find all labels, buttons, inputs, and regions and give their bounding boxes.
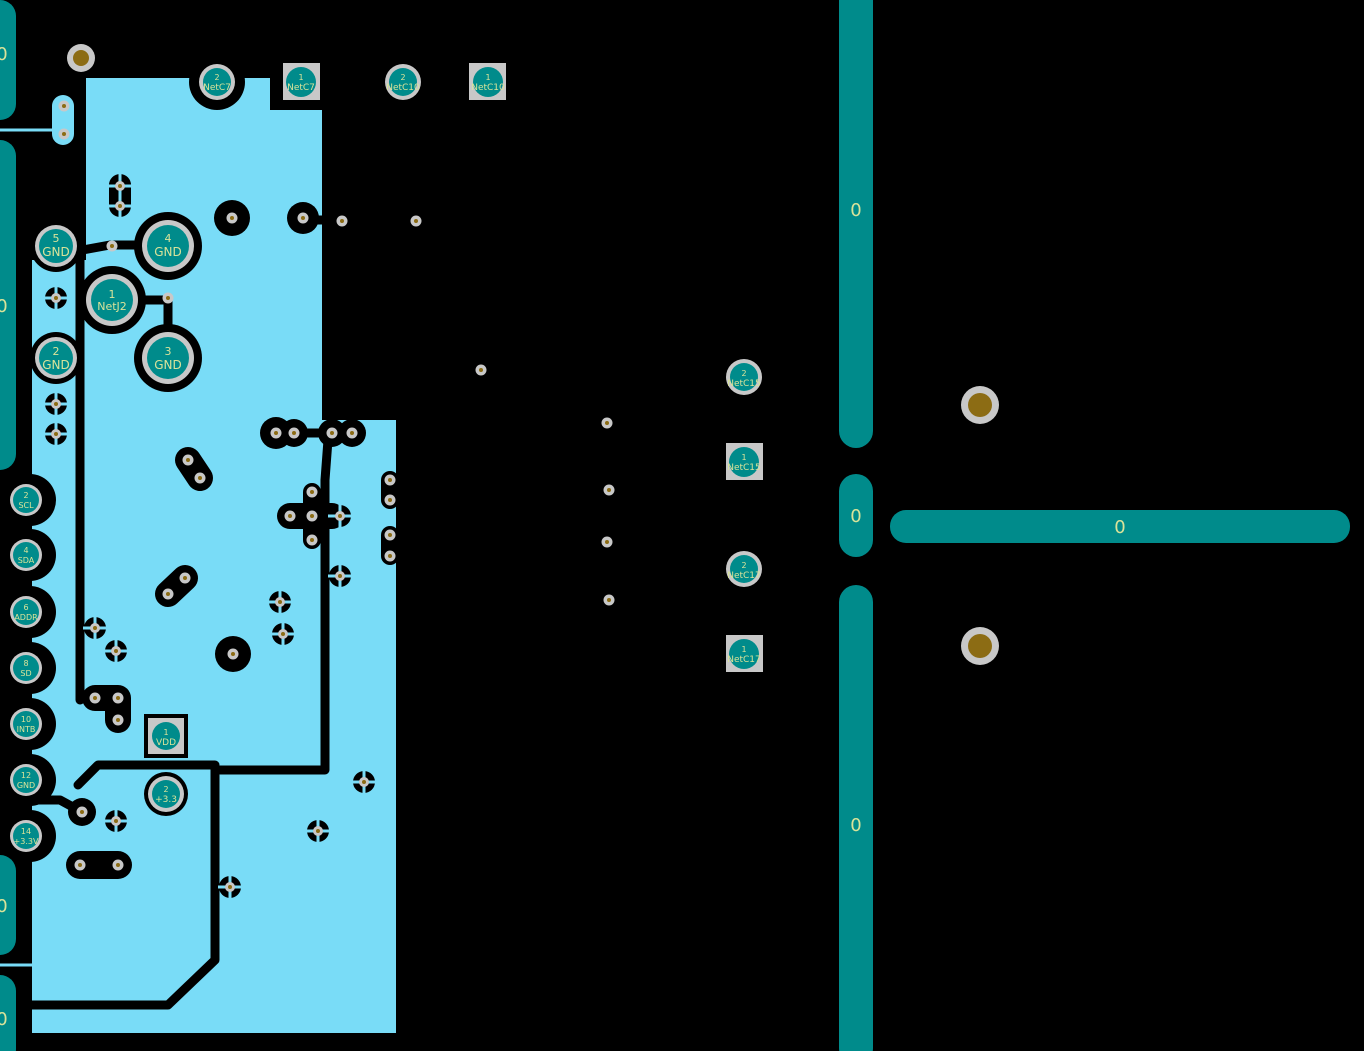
pad-c17-1: 1 NetC17	[726, 635, 763, 672]
zone-label-left-3: 0	[0, 896, 8, 917]
svg-text:NetC7: NetC7	[203, 83, 231, 93]
svg-text:NetC17: NetC17	[727, 571, 761, 581]
zone-label-v-top: 0	[850, 200, 861, 221]
svg-text:2: 2	[741, 369, 746, 378]
svg-text:4: 4	[165, 232, 172, 245]
svg-text:2: 2	[163, 785, 168, 794]
svg-text:ADDR: ADDR	[14, 613, 38, 622]
header-pad-gnd: 12 GND	[10, 764, 42, 796]
svg-text:SD: SD	[20, 669, 31, 678]
header-pad-sda: 4 SDA	[10, 539, 42, 571]
pad-c15-2: 2 NetC15	[726, 359, 762, 395]
svg-text:1: 1	[163, 728, 168, 737]
svg-text:GND: GND	[42, 358, 70, 372]
pads: 2 NetC7 1 NetC7 2 NetC10 1 NetC10 5 GND	[10, 63, 763, 852]
svg-text:2: 2	[23, 491, 28, 500]
vias	[58, 100, 615, 871]
header-pad-intb: 10 INTB	[10, 708, 42, 740]
pad-j2-2: 2 GND	[35, 337, 77, 379]
header-pad-sd: 8 SD	[10, 652, 42, 684]
svg-text:VDD: VDD	[156, 738, 176, 748]
svg-text:1: 1	[109, 288, 116, 301]
svg-text:8: 8	[23, 659, 28, 668]
svg-text:+3.3V: +3.3V	[14, 837, 39, 846]
pad-j2-5: 5 GND	[35, 225, 77, 267]
svg-text:SDA: SDA	[18, 556, 35, 565]
pad-j2-4: 4 GND	[142, 220, 194, 272]
header-pad-scl: 2 SCL	[10, 484, 42, 516]
header-pad-addr: 6 ADDR	[10, 596, 42, 628]
svg-text:1: 1	[485, 73, 490, 82]
svg-text:NetJ2: NetJ2	[97, 300, 127, 313]
svg-text:1: 1	[741, 453, 746, 462]
pad-c17-2: 2 NetC17	[726, 551, 762, 587]
svg-text:14: 14	[21, 827, 31, 836]
zone-label-left-2: 0	[0, 296, 8, 317]
pad-c7-1: 1 NetC7	[283, 63, 320, 100]
svg-text:NetC15: NetC15	[727, 463, 761, 473]
svg-text:5: 5	[53, 232, 60, 245]
svg-text:2: 2	[214, 73, 219, 82]
svg-text:GND: GND	[42, 245, 70, 259]
right-zones: 0 0 0 0	[839, 0, 1350, 1051]
pad-vdd-1: 1 VDD	[148, 718, 184, 754]
svg-text:+3.3: +3.3	[155, 795, 177, 805]
svg-text:GND: GND	[17, 781, 35, 790]
svg-text:6: 6	[23, 603, 28, 612]
svg-text:INTB: INTB	[17, 725, 36, 734]
svg-text:2: 2	[53, 345, 60, 358]
thermal-vias	[44, 174, 376, 899]
pad-c10-1: 1 NetC10	[469, 63, 506, 100]
svg-text:4: 4	[23, 546, 28, 555]
pad-c7-2: 2 NetC7	[199, 64, 235, 100]
pad-j2-3: 3 GND	[142, 332, 194, 384]
svg-text:12: 12	[21, 771, 31, 780]
pad-j2-1: 1 NetJ2	[86, 274, 138, 326]
pad-3v3-2: 2 +3.3	[148, 776, 184, 812]
zone-label-left-4: 0	[0, 1009, 8, 1030]
pad-c10-2: 2 NetC10	[385, 64, 421, 100]
svg-text:10: 10	[21, 715, 31, 724]
mounting-holes	[67, 44, 999, 665]
svg-text:1: 1	[298, 73, 303, 82]
svg-text:GND: GND	[154, 245, 182, 259]
svg-text:SCL: SCL	[18, 501, 34, 510]
svg-text:3: 3	[165, 345, 172, 358]
svg-text:NetC10: NetC10	[471, 83, 505, 93]
zone-label-h-right: 0	[1114, 517, 1125, 538]
svg-text:GND: GND	[154, 358, 182, 372]
zone-label-left-1: 0	[0, 44, 8, 65]
svg-text:1: 1	[741, 645, 746, 654]
header-pad-3v3: 14 +3.3V	[10, 820, 42, 852]
svg-text:NetC15: NetC15	[727, 379, 761, 389]
zone-label-v-bottom: 0	[850, 815, 861, 836]
svg-text:NetC7: NetC7	[287, 83, 315, 93]
svg-text:2: 2	[400, 73, 405, 82]
pad-c15-1: 1 NetC15	[726, 443, 763, 480]
svg-text:2: 2	[741, 561, 746, 570]
svg-text:NetC10: NetC10	[386, 83, 420, 93]
zone-label-v-mid: 0	[850, 506, 861, 527]
svg-text:NetC17: NetC17	[727, 655, 761, 665]
